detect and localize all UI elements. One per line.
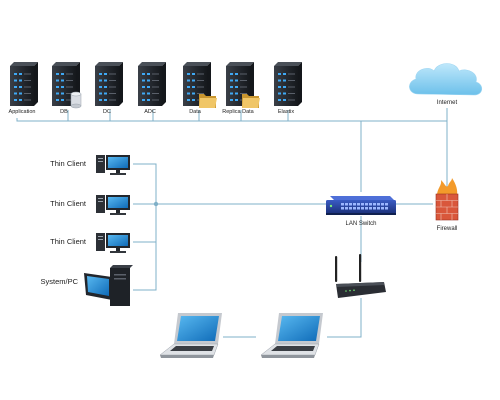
server-1: Application — [9, 62, 38, 115]
desktop-pc-icon — [84, 265, 133, 306]
server-label: Data — [189, 109, 202, 115]
server-tower-icon — [95, 62, 123, 106]
server-bus-line — [16, 118, 448, 190]
server-tower-icon — [274, 62, 302, 106]
lan-switch-icon — [326, 196, 396, 215]
client-label: Thin Client — [50, 237, 87, 246]
server-4: ADC — [138, 62, 166, 115]
client-bus-line — [133, 163, 157, 291]
client-label: Thin Client — [50, 199, 87, 208]
thin-client-icon — [96, 195, 130, 215]
server-tower-icon — [138, 62, 166, 106]
server-tower-icon — [10, 62, 38, 106]
database-icon — [70, 91, 82, 109]
folder-icon — [199, 94, 217, 108]
server-row: Application DB DC ADC Data Replica Data Elasti… — [9, 62, 302, 115]
server-label: Application — [9, 109, 36, 115]
client-4: System/PC — [40, 265, 133, 306]
server-7: Elastix — [274, 62, 302, 115]
server-3: DC — [95, 62, 123, 115]
folder-icon — [242, 94, 260, 108]
server-label: Replica Data — [222, 109, 254, 115]
lan-switch-label: LAN Switch — [345, 221, 376, 227]
server-6: Replica Data — [222, 62, 260, 115]
server-5: Data — [183, 62, 217, 115]
laptop-icon — [159, 313, 222, 358]
client-3: Thin Client — [50, 233, 130, 253]
connection-lines — [16, 108, 448, 338]
client-label: Thin Client — [50, 159, 87, 168]
thin-client-icon — [96, 155, 130, 175]
firewall-icon — [435, 178, 459, 221]
server-label: DC — [103, 109, 111, 115]
server-2: DB — [52, 62, 82, 115]
laptop-row — [159, 313, 323, 358]
client-label: System/PC — [40, 277, 78, 286]
firewall-label: Firewall — [437, 226, 458, 232]
internet-label: Internet — [437, 100, 458, 106]
bus-junction — [153, 201, 159, 207]
wireless-router-icon — [335, 254, 386, 298]
router-laptop-line — [327, 298, 362, 338]
client-2: Thin Client — [50, 195, 130, 215]
server-label: ADC — [144, 109, 156, 115]
thin-client-icon — [96, 233, 130, 253]
server-label: DB — [60, 109, 68, 115]
server-label: Elastix — [278, 109, 294, 115]
client-1: Thin Client — [50, 155, 130, 175]
laptop-icon — [260, 313, 323, 358]
internet-cloud-icon — [409, 63, 483, 96]
